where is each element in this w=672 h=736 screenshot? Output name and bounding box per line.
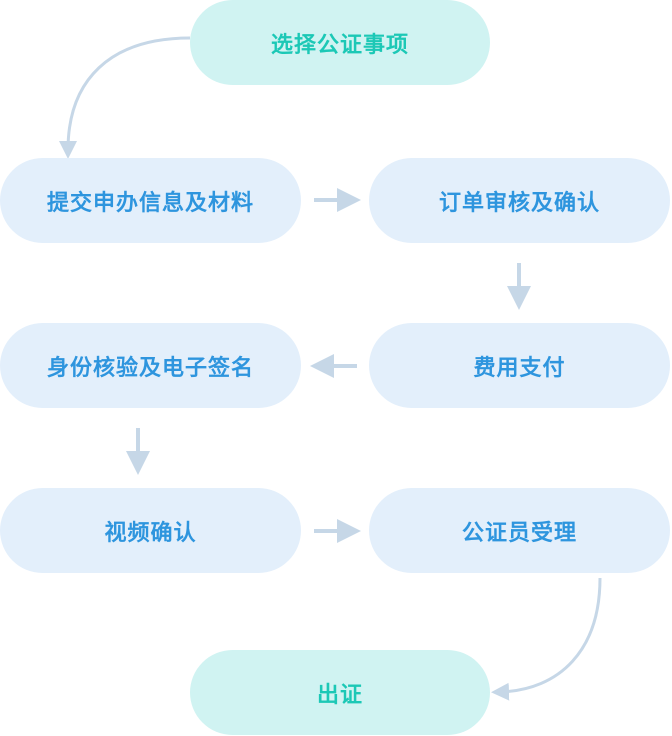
- step-label: 身份核验及电子签名: [46, 355, 254, 381]
- step-label: 选择公证事项: [270, 32, 409, 58]
- arrow-accept-to-issue: [491, 577, 602, 701]
- step-order-review: 订单审核及确认: [369, 158, 670, 243]
- step-submit-info: 提交申办信息及材料: [0, 158, 301, 243]
- step-label: 费用支付: [473, 355, 566, 381]
- step-label: 提交申办信息及材料: [46, 190, 254, 216]
- step-video-confirm: 视频确认: [0, 488, 301, 573]
- step-label: 出证: [316, 682, 363, 708]
- arrow-select-to-submit: [59, 36, 191, 159]
- step-label: 订单审核及确认: [438, 190, 600, 216]
- step-label: 公证员受理: [461, 520, 577, 546]
- step-notary-accept: 公证员受理: [369, 488, 670, 573]
- step-identity-verify: 身份核验及电子签名: [0, 323, 301, 408]
- step-label: 视频确认: [104, 520, 197, 546]
- step-issue-certificate: 出证: [190, 650, 490, 735]
- step-payment: 费用支付: [369, 323, 670, 408]
- step-select-matter: 选择公证事项: [190, 0, 490, 85]
